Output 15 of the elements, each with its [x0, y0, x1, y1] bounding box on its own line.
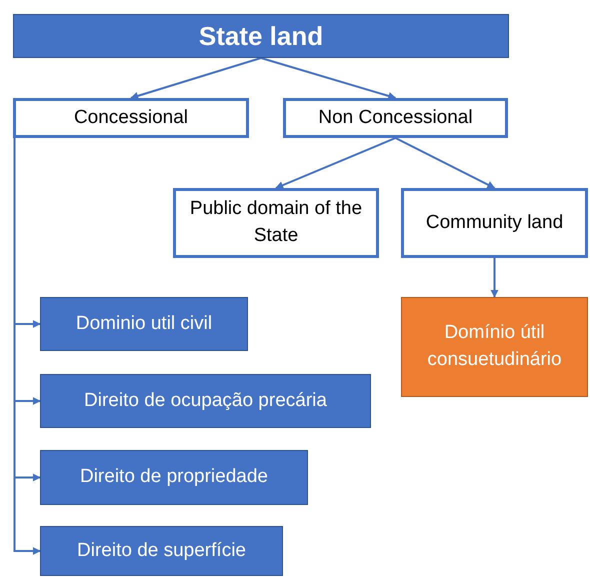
header-box: State land	[13, 14, 509, 58]
tenure-box: Direito de superfície	[40, 526, 283, 576]
arrow	[395, 137, 496, 189]
tenure-box: Dominio util civil	[40, 297, 248, 351]
tenure-box: Domínio útil consuetudinário	[401, 297, 588, 397]
arrow	[130, 57, 262, 100]
arrow	[490, 258, 498, 298]
category-box: Concessional	[13, 98, 249, 138]
arrow	[275, 137, 396, 189]
category-box: Public domain of the State	[173, 188, 379, 258]
category-box: Non Concessional	[283, 98, 508, 138]
category-box: Community land	[401, 188, 588, 258]
arrow	[260, 57, 396, 100]
tenure-box: Direito de propriedade	[40, 450, 308, 505]
tenure-box: Direito de ocupação precária	[40, 374, 371, 428]
